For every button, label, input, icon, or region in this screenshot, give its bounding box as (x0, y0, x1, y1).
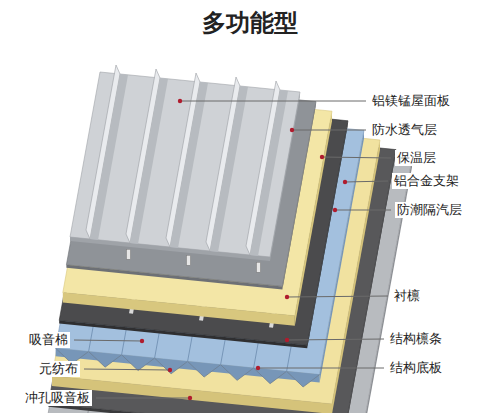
leader-lines (74, 99, 391, 400)
leader-line (84, 369, 170, 370)
rib-shadow (130, 78, 168, 244)
leader-dot (178, 99, 182, 103)
leader-line (180, 101, 366, 102)
alloy-bracket (127, 249, 131, 259)
leader-line (287, 296, 388, 297)
part-label: 结构底板 (388, 360, 444, 376)
leader-line (335, 210, 391, 211)
part-label: 元纺布 (37, 361, 80, 377)
leader-dot (140, 339, 144, 343)
rib-shadow (170, 82, 208, 248)
leader-line (287, 339, 384, 340)
rib-shadow (210, 86, 248, 252)
leader-dot (168, 368, 172, 372)
roof-rib (86, 65, 120, 239)
roof-rib (206, 77, 240, 251)
roof-rib (126, 69, 160, 243)
leader-dot (320, 155, 324, 159)
layer-face (70, 72, 300, 257)
rib-shadow (250, 90, 288, 256)
rib-shadow (90, 74, 128, 240)
part-label: 吸音棉 (27, 332, 70, 348)
part-label: 结构檩条 (388, 331, 444, 347)
part-label: 冲孔吸音板 (23, 390, 92, 406)
title: 多功能型 (0, 8, 500, 38)
part-label: 防潮隔汽层 (395, 202, 464, 218)
roof-rib (246, 81, 280, 255)
part-label: 铝镁锰屋面板 (370, 93, 452, 109)
part-label: 衬檩 (392, 288, 422, 304)
leader-dot (188, 396, 192, 400)
roof-rib (166, 73, 200, 247)
alloy-bracket (187, 255, 191, 265)
leader-dot (333, 208, 337, 212)
roof-layers (45, 65, 412, 413)
leader-dot (285, 295, 289, 299)
leader-dot (343, 180, 347, 184)
leader-line (74, 340, 142, 341)
alloy-bracket (257, 262, 261, 272)
leader-line (96, 398, 190, 399)
leader-line (345, 181, 388, 182)
part-label: 防水透气层 (370, 122, 439, 138)
part-label: 铝合金支架 (392, 173, 461, 189)
leader-dot (256, 366, 260, 370)
part-label: 保温层 (395, 150, 438, 166)
leader-dot (290, 128, 294, 132)
leader-dot (285, 338, 289, 342)
leader-line (258, 368, 384, 369)
leader-line (322, 157, 391, 158)
leader-line (292, 130, 366, 131)
